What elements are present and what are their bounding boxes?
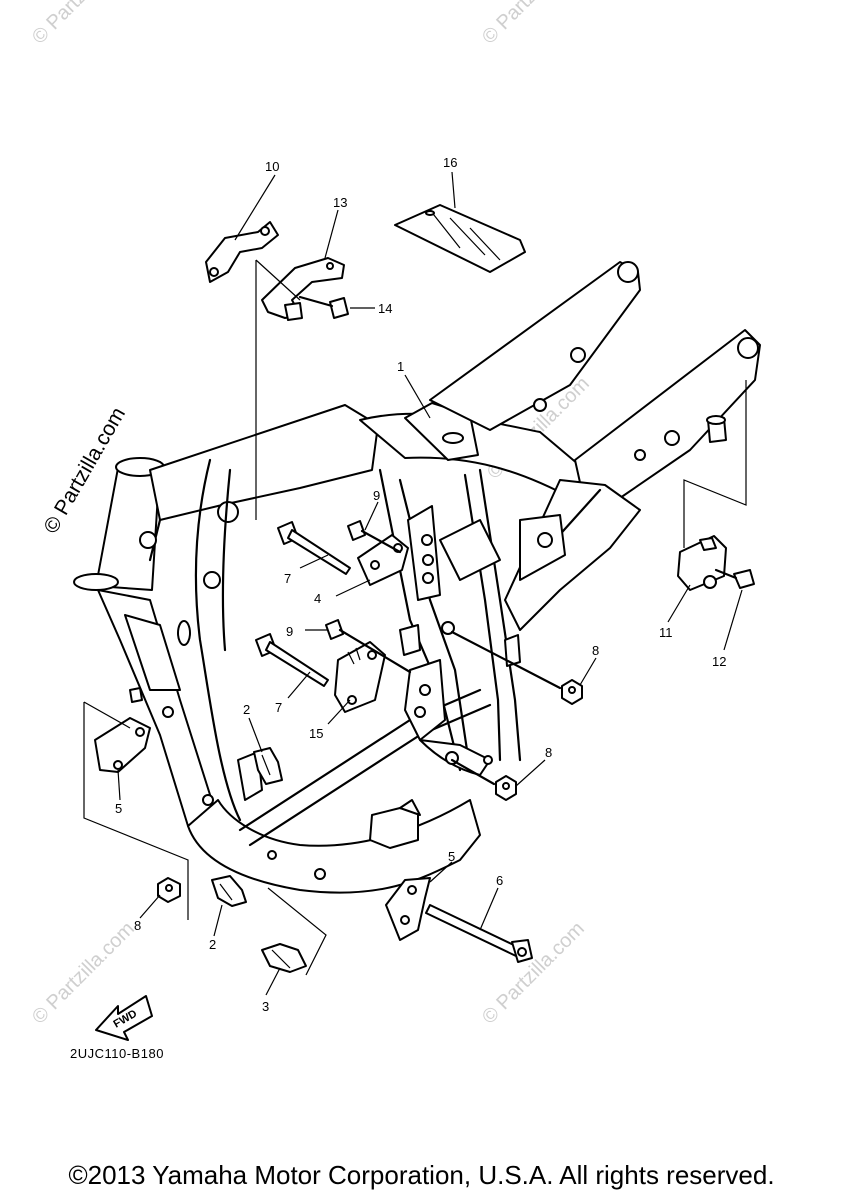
watermark-bottomright: © Partzilla.com <box>478 918 589 1029</box>
diagram-code: 2UJC110-B180 <box>70 1046 164 1061</box>
callout-7-lower: 7 <box>275 700 282 715</box>
copyright-notice: ©2013 Yamaha Motor Corporation, U.S.A. A… <box>68 1160 775 1190</box>
callout-8-right-upper: 8 <box>592 643 599 658</box>
callout-2-upper: 2 <box>243 702 250 717</box>
part-8-nut-left <box>157 877 181 903</box>
fwd-arrow-icon: FWD <box>95 995 153 1041</box>
part-2-clip-lower <box>211 875 247 907</box>
callout-3: 3 <box>262 999 269 1014</box>
part-13-bracket <box>261 257 345 321</box>
callout-14: 14 <box>378 301 392 316</box>
callout-7-upper: 7 <box>284 571 291 586</box>
callout-2-lower: 2 <box>209 937 216 952</box>
part-8-nut-right-lower <box>450 758 517 801</box>
callout-4: 4 <box>314 591 321 606</box>
callout-8-right-lower: 8 <box>545 745 552 760</box>
callout-12: 12 <box>712 654 726 669</box>
part-10-bracket <box>205 221 279 283</box>
part-15-mount-plate <box>334 641 386 713</box>
callout-15: 15 <box>309 726 323 741</box>
leader-lines <box>83 171 747 996</box>
callout-9-upper: 9 <box>373 488 380 503</box>
part-7-bolt-upper <box>277 521 351 575</box>
callout-1: 1 <box>397 359 404 374</box>
watermark-topleft: © Partzilla.com <box>28 0 139 49</box>
callout-5-right: 5 <box>448 849 455 864</box>
part-14-bolt <box>298 295 349 319</box>
callout-5-left: 5 <box>115 801 122 816</box>
part-11-damper-block <box>677 535 727 591</box>
callout-10: 10 <box>265 159 279 174</box>
callout-13: 13 <box>333 195 347 210</box>
part-8-nut-right-upper <box>450 630 583 705</box>
part-6-long-bolt <box>425 904 533 963</box>
frame-part-1 <box>73 261 761 894</box>
callout-16: 16 <box>443 155 457 170</box>
part-12-bolt <box>714 568 755 589</box>
part-7-bolt-lower <box>255 633 329 687</box>
part-16-cover-sheet <box>394 204 526 273</box>
callout-11: 11 <box>659 625 673 640</box>
part-3-clip <box>261 943 307 973</box>
part-2-clip-upper <box>253 747 283 785</box>
part-5-bracket-right <box>385 877 431 941</box>
watermark-topright: © Partzilla.com <box>478 0 589 49</box>
part-9-bolt-lower <box>325 619 412 674</box>
callout-9-lower: 9 <box>286 624 293 639</box>
callout-6: 6 <box>496 873 503 888</box>
callout-8-left: 8 <box>134 918 141 933</box>
part-5-bracket-left <box>94 717 151 773</box>
callout-labels: 10 13 14 16 1 9 7 4 9 7 15 8 8 2 5 8 2 5… <box>115 155 726 1014</box>
part-9-bolt-upper <box>347 520 402 554</box>
